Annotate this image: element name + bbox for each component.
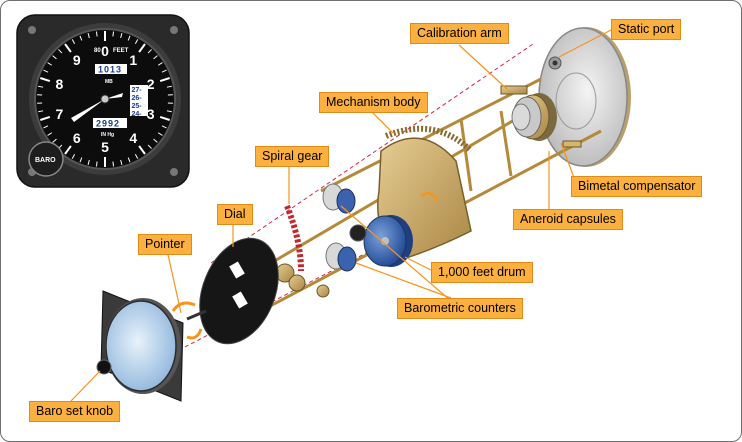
altimeter-pointer-needle: [71, 99, 105, 122]
altimeter-instrument-face: 0 12 34 5 67 89 80 FEET 1013 MB 27- 26- 25- 2…: [16, 14, 190, 188]
dial-plate-part: [199, 237, 279, 345]
baro-knob-label: BARO: [35, 157, 56, 164]
callout-mechanism-body: Mechanism body: [319, 92, 428, 113]
dial-tick: [166, 85, 172, 88]
callout-calibration-arm: Calibration arm: [410, 23, 509, 44]
inhg-scale-3: 25-: [132, 103, 143, 110]
dial-tick: [38, 85, 44, 88]
inhg-scale-1: 27-: [132, 87, 143, 94]
dial-numeral-5: 5: [101, 139, 109, 155]
mount-screw-icon: [170, 26, 178, 34]
dial-tick: [95, 31, 98, 37]
callout-baro-set-knob: Baro set knob: [29, 401, 121, 422]
thousand-feet-drum-part: [363, 215, 413, 267]
dial-tick: [153, 55, 158, 60]
dial-numeral-8: 8: [55, 76, 63, 92]
dial-tick: [43, 69, 49, 73]
exploded-view-guide-lines: [128, 43, 612, 377]
calibration-arm-part: [500, 85, 528, 95]
dial-tick: [112, 161, 115, 167]
dial-tick: [157, 62, 163, 66]
dial-tick: [120, 33, 123, 39]
dial-tick: [138, 145, 146, 155]
dial-tick: [138, 43, 146, 53]
dial-tick: [127, 157, 131, 163]
dial-tick: [43, 125, 49, 129]
dial-tick: [159, 115, 170, 121]
aneroid-capsules-assembly: [500, 85, 582, 148]
dial-numeral-9: 9: [73, 52, 81, 68]
dial-tick: [147, 49, 152, 54]
dial-tick: [127, 35, 131, 41]
dial-tick: [112, 31, 115, 37]
dial-numeral-6: 6: [73, 130, 81, 146]
callout-bimetal-compensator: Bimetal compensator: [571, 176, 703, 197]
dial-tick: [64, 43, 72, 53]
dial-tick: [157, 132, 163, 136]
dial-tick: [71, 153, 76, 159]
dial-numeral-3: 3: [147, 106, 155, 122]
inhg-scale-2: 26-: [132, 95, 143, 102]
callout-pointer: Pointer: [138, 234, 192, 255]
dial-tick: [161, 69, 167, 73]
spiral-gear-part: [264, 204, 330, 298]
dial-tick: [40, 77, 51, 83]
inhg-counter: 2992: [96, 119, 120, 129]
dial-tick: [166, 110, 172, 113]
millibar-counter: 1013: [98, 65, 122, 75]
dial-numerals: 0 12 34 5 67 89: [55, 43, 154, 155]
callout-aneroid-capsules: Aneroid capsules: [513, 209, 623, 230]
dial-tick: [52, 138, 57, 143]
dial-tick: [134, 39, 139, 45]
dial-tick: [58, 49, 63, 54]
dial-tick: [47, 62, 53, 66]
dial-numeral-2: 2: [147, 76, 155, 92]
dial-tick: [40, 115, 51, 121]
dial-tick: [161, 125, 167, 129]
dial-numeral-4: 4: [129, 130, 137, 146]
millibar-label: MB: [105, 79, 113, 85]
mount-screw-icon: [170, 168, 178, 176]
dial-tick: [153, 138, 158, 143]
bimetal-compensator-part: [562, 140, 582, 148]
dial-tick: [147, 144, 152, 149]
dial-tick: [120, 159, 123, 165]
front-bezel-glass-part: [96, 290, 184, 402]
baro-set-knob-part: [96, 359, 112, 375]
dial-tick: [87, 33, 90, 39]
barometric-counters-part: [322, 183, 367, 272]
dial-tick: [95, 161, 98, 167]
dial-tick: [87, 159, 90, 165]
inhg-scale-4: 24-: [132, 111, 143, 118]
dial-tick: [71, 39, 76, 45]
callout-barometric-counters: Barometric counters: [397, 298, 523, 319]
dial-legend-left: 80: [94, 48, 101, 54]
dial-numeral-1: 1: [129, 52, 137, 68]
dial-tick: [38, 110, 44, 113]
dial-numeral-0: 0: [101, 43, 109, 59]
dial-tick: [79, 35, 83, 41]
dial-tick: [64, 145, 72, 155]
dial-tick: [159, 77, 170, 83]
callout-spiral-gear: Spiral gear: [255, 146, 330, 167]
mount-screw-icon: [28, 26, 36, 34]
callout-thousand-feet-drum: 1,000 feet drum: [431, 262, 533, 283]
callout-static-port: Static port: [611, 19, 682, 40]
dial-tick: [134, 153, 139, 159]
dial-tick: [52, 55, 57, 60]
dial-numeral-7: 7: [55, 106, 63, 122]
baro-knob-on-face: [28, 141, 64, 177]
dial-legend-right: FEET: [113, 48, 129, 54]
dial-tick: [79, 157, 83, 163]
pointer-part: [171, 301, 207, 340]
dial-tick: [47, 132, 53, 136]
back-case-static-port: [538, 27, 631, 167]
inhg-label: IN Hg: [101, 132, 114, 138]
callout-dial: Dial: [217, 204, 253, 225]
